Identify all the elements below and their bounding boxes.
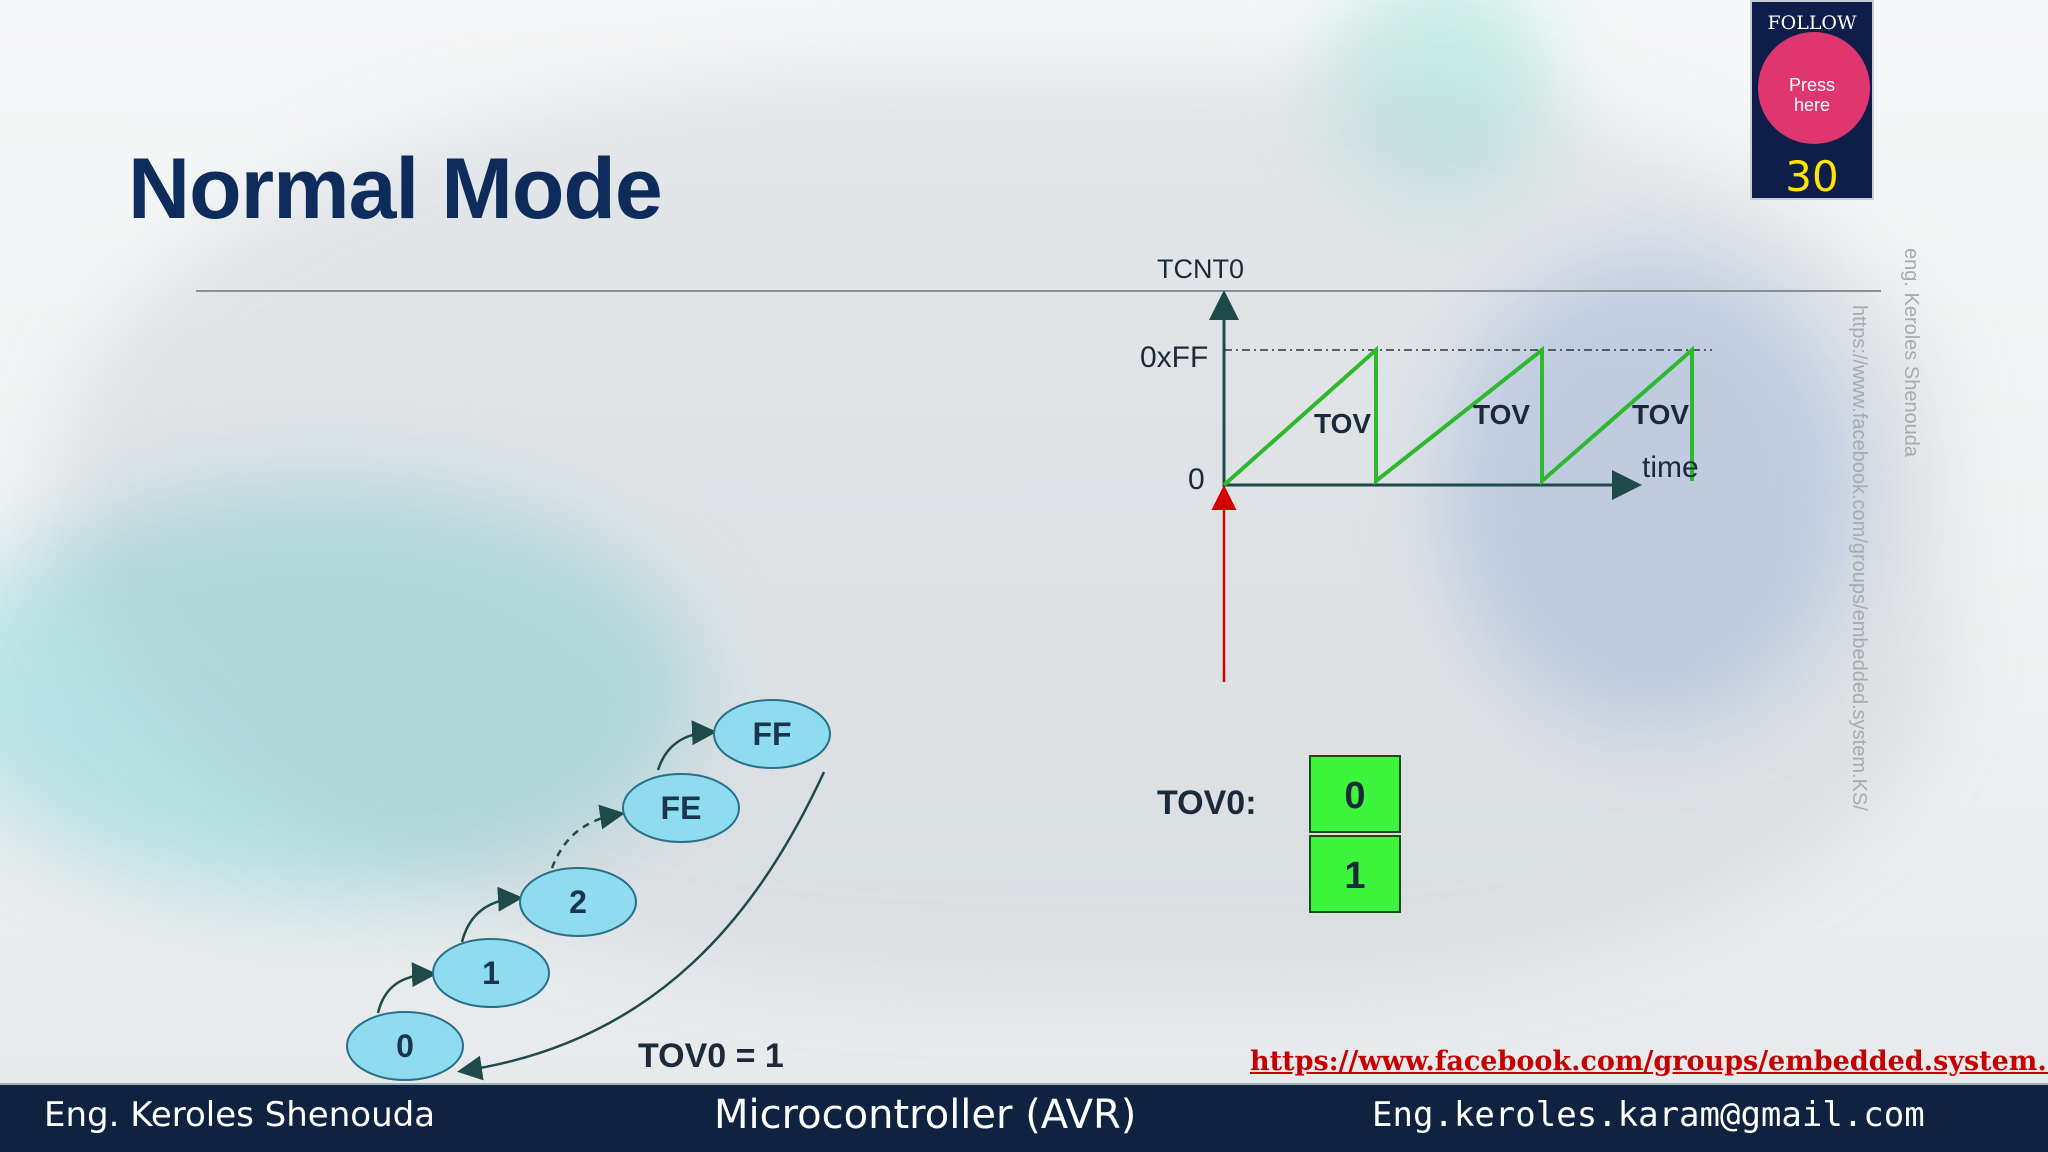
flag-cell-value: 1: [1344, 855, 1365, 897]
counter-node-label: FF: [752, 716, 791, 752]
flag-cell: [1309, 755, 1401, 833]
transition-arrow: [376, 962, 437, 1014]
max-tick-label: 0xFF: [1140, 341, 1208, 374]
counter-node-label: 1: [482, 955, 500, 991]
flag-label: TOV0:: [1157, 784, 1257, 822]
page-title: Normal Mode: [128, 141, 663, 237]
counter-node-label: FE: [661, 790, 702, 826]
flag-cell-value: 0: [1344, 775, 1365, 817]
zero-tick-label: 0: [1188, 463, 1205, 496]
press-here-label: Press here: [1788, 75, 1835, 115]
background-car-shape: [60, 60, 1940, 980]
background-teal-blob-top: [1330, 0, 1550, 200]
x-axis-label: time: [1642, 451, 1699, 484]
overflow-label: TOV: [1314, 408, 1371, 439]
title-divider: [196, 290, 1881, 292]
overflow-label: TOV: [1473, 399, 1530, 430]
pointing-hand-icon[interactable]: [1758, 32, 1870, 144]
counter-node: FF: [713, 699, 831, 769]
transition-arrow-dashed: [550, 804, 625, 869]
counter-node: FE: [622, 773, 740, 843]
footer-author: Eng. Keroles Shenouda: [44, 1095, 436, 1135]
wrap-label: TOV0 = 1: [638, 1037, 784, 1075]
counter-ramp: [1222, 345, 1694, 487]
footer-email: Eng.keroles.karam@gmail.com: [1372, 1095, 1925, 1135]
tov0-flag: TOV0: 0 1: [1157, 755, 1401, 913]
slide-number: 30: [1785, 152, 1839, 201]
wrap-around-arrow: [457, 771, 826, 1081]
tcnt0-graph: TCNT0 0xFF 0 time TOV TOV TOV: [1140, 254, 1712, 682]
facebook-group-link[interactable]: https://www.facebook.com/groups/embedded…: [1250, 1046, 2048, 1077]
counter-node: 0: [346, 1011, 464, 1081]
follow-us-badge[interactable]: FOLLOW US Press here 30: [1750, 0, 1874, 201]
counter-sequence: 0 1 2 FE FF TOV0 = 1: [346, 699, 831, 1081]
y-axis-label: TCNT0: [1157, 254, 1244, 284]
counter-node: 1: [432, 938, 550, 1008]
footer-course-title: Microcontroller (AVR): [714, 1092, 1137, 1138]
counter-node-label: 0: [396, 1028, 414, 1064]
footer-bar: Eng. Keroles Shenouda Microcontroller (A…: [0, 1083, 2048, 1152]
background-teal-blob-left: [0, 480, 700, 900]
counter-node: 2: [519, 867, 637, 937]
background-blue-blob-right: [1440, 250, 1860, 730]
overflow-label: TOV: [1632, 399, 1689, 430]
counter-node-label: 2: [569, 884, 587, 920]
flag-cell: [1309, 835, 1401, 913]
transition-arrow: [656, 720, 717, 771]
transition-arrow: [460, 886, 523, 943]
